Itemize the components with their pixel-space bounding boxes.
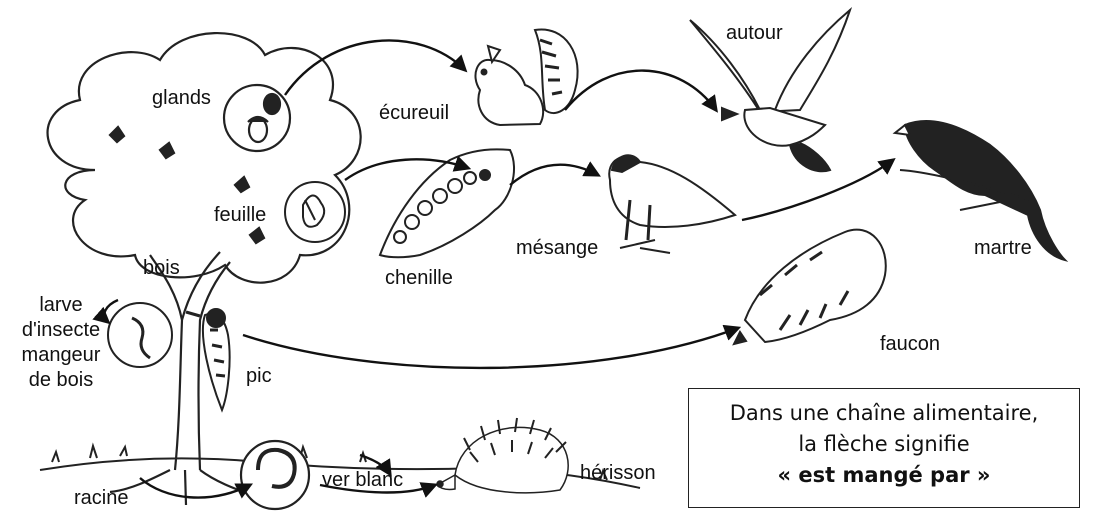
label-autour: autour (726, 23, 783, 43)
legend-line1: Dans une chaîne alimentaire, (689, 403, 1079, 424)
label-larve-line4: de bois (6, 368, 116, 393)
label-glands: glands (152, 88, 211, 108)
label-feuille: feuille (214, 205, 266, 225)
label-larve-line2: d'insecte (6, 318, 116, 343)
label-bois: bois (143, 258, 180, 278)
label-larve-line3: mangeur (6, 343, 116, 368)
woodpecker (186, 309, 230, 410)
acorn-circle (224, 85, 290, 151)
label-racine: racine (74, 488, 128, 508)
label-ver-blanc: ver blanc (322, 470, 403, 490)
label-pic: pic (246, 366, 272, 386)
label-larve: larve d'insecte mangeur de bois (6, 293, 116, 393)
hedgehog (437, 418, 568, 493)
label-herisson: hérisson (580, 463, 656, 483)
caterpillar-on-leaf (380, 149, 514, 257)
label-faucon: faucon (880, 334, 940, 354)
legend-line2: la flèche signifie (689, 434, 1079, 455)
larva-circle (108, 303, 172, 367)
label-ecureuil: écureuil (379, 103, 449, 123)
label-chenille: chenille (385, 268, 453, 288)
white-grub-circle (241, 441, 309, 509)
legend-line3: « est mangé par » (689, 465, 1079, 486)
label-mesange: mésange (516, 238, 598, 258)
label-martre: martre (974, 238, 1032, 258)
squirrel (475, 29, 577, 125)
falcon (734, 230, 886, 344)
label-larve-line1: larve (6, 293, 116, 318)
leaf-circle (285, 182, 345, 242)
great-tit (609, 155, 735, 253)
legend-box: Dans une chaîne alimentaire, la flèche s… (688, 388, 1080, 508)
